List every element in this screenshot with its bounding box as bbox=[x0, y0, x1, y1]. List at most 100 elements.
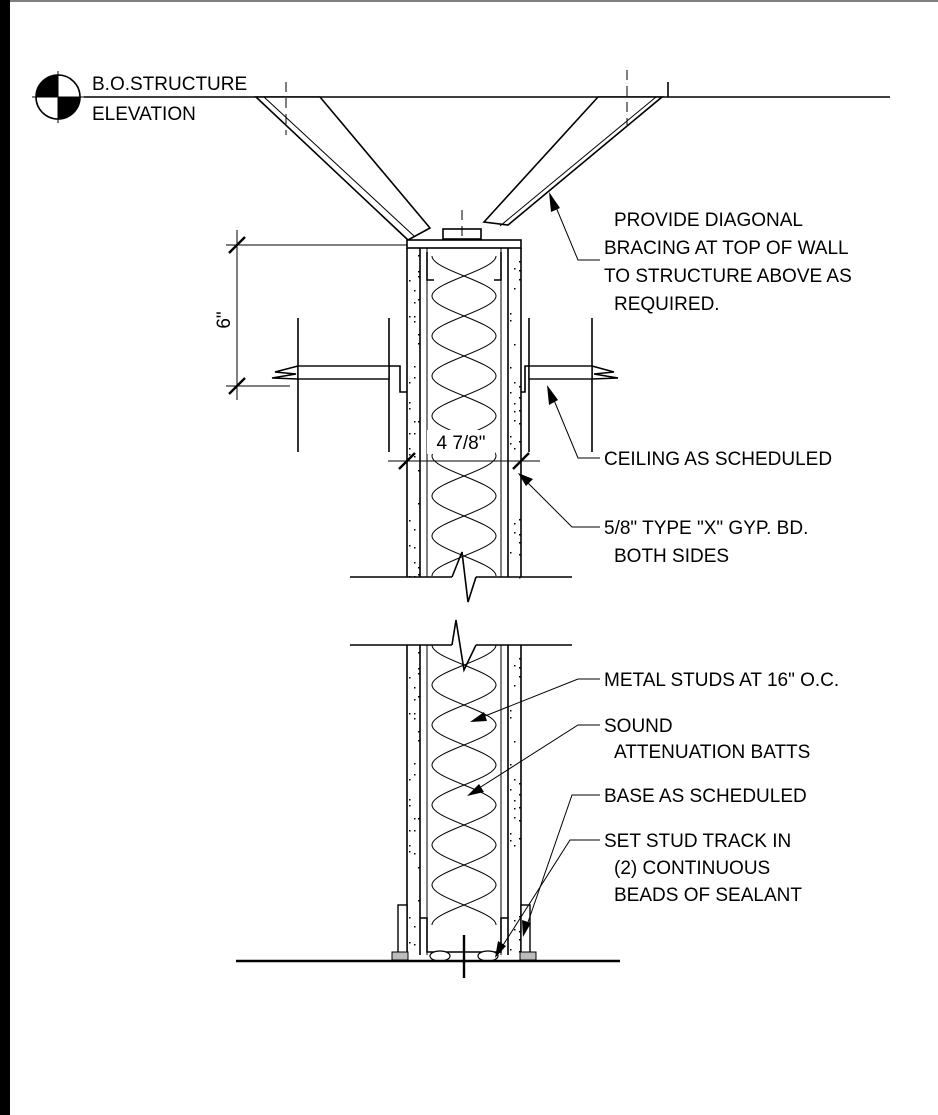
sealant-bead-left bbox=[429, 950, 451, 962]
hatch-dot bbox=[519, 939, 521, 941]
hatch-dot bbox=[514, 920, 516, 922]
hatch-dot bbox=[418, 343, 420, 345]
dimension-vertical: 6" bbox=[214, 230, 407, 400]
hatch-dot bbox=[519, 676, 521, 678]
hatch-dot bbox=[409, 779, 411, 781]
leader-stud-track bbox=[499, 839, 600, 951]
hatch-dot bbox=[414, 763, 416, 765]
hatch-dot bbox=[519, 534, 521, 536]
hatch-dot bbox=[409, 851, 411, 853]
dim-horizontal-text: 4 7/8" bbox=[436, 433, 485, 454]
hatch-dot bbox=[510, 552, 512, 554]
base-sealant-right bbox=[519, 951, 537, 961]
insulation-batts-lower bbox=[431, 644, 497, 926]
hatch-dot bbox=[414, 290, 416, 292]
elevation-label-line1: B.O.STRUCTURE bbox=[92, 74, 247, 95]
ceiling-left-break bbox=[271, 365, 299, 380]
hatch-dot bbox=[418, 574, 420, 576]
leader-gyp-board-arrow-icon bbox=[518, 473, 533, 486]
batt-lobe bbox=[431, 804, 497, 846]
hatch-dot bbox=[510, 833, 512, 835]
brace-right-flange bbox=[499, 96, 657, 227]
note-bracing-line4: REQUIRED. bbox=[614, 294, 720, 315]
hatch-dot bbox=[519, 807, 521, 809]
batt-lobe bbox=[431, 495, 497, 537]
leader-sound-batts-arrow-icon bbox=[467, 784, 484, 796]
hatch-dot bbox=[514, 817, 516, 819]
hatch-dot bbox=[414, 321, 416, 323]
hatch-dot bbox=[514, 800, 516, 802]
hatch-dot bbox=[418, 503, 420, 505]
hatch-dot bbox=[418, 470, 420, 472]
note-gyp-board-line2: BOTH SIDES bbox=[614, 546, 729, 567]
note-metal-studs: METAL STUDS AT 16" O.C. bbox=[604, 670, 839, 691]
break-line-upper bbox=[350, 551, 572, 603]
hatch-dot bbox=[418, 696, 420, 698]
brace-left-flange bbox=[263, 96, 415, 237]
break-line-lower-zigzag bbox=[451, 619, 477, 673]
leader-metal-studs-arrow-icon bbox=[470, 712, 487, 722]
hatch-dot bbox=[514, 779, 516, 781]
leader-base-arrow-icon bbox=[522, 920, 531, 937]
hatch-dot bbox=[409, 402, 411, 404]
break-line-lower bbox=[350, 619, 572, 673]
note-ceiling: CEILING AS SCHEDULED bbox=[604, 449, 832, 470]
leader-ceiling-arrow-icon bbox=[547, 385, 558, 405]
hatch-dot bbox=[409, 805, 411, 807]
hatch-dot bbox=[519, 783, 521, 785]
diagonal-brace-right bbox=[482, 70, 665, 227]
hatch-dot bbox=[409, 799, 411, 801]
note-bracing-line1: PROVIDE DIAGONAL bbox=[614, 210, 803, 231]
hatch-dot bbox=[514, 382, 516, 384]
hatch-dot bbox=[409, 433, 411, 435]
ceiling-right-angle bbox=[521, 365, 529, 393]
ceiling-left-board bbox=[297, 365, 390, 380]
leader-gyp-board bbox=[523, 478, 600, 528]
elevation-target-fill-1 bbox=[36, 75, 58, 97]
leader-sound-batts bbox=[475, 724, 600, 791]
hatch-dot bbox=[414, 529, 416, 531]
base-left bbox=[397, 904, 408, 956]
note-gyp-board-line1: 5/8" TYPE "X" GYP. BD. bbox=[604, 518, 808, 539]
note-sound-batts-line2: ATTENUATION BATTS bbox=[614, 742, 810, 763]
hatch-dot bbox=[414, 926, 416, 928]
hatch-dot bbox=[514, 288, 516, 290]
dim-vertical-tick-top bbox=[228, 236, 246, 254]
hatch-dot bbox=[414, 366, 416, 368]
hatch-dot bbox=[414, 302, 416, 304]
hatch-dot bbox=[514, 420, 516, 422]
hatch-dot bbox=[409, 280, 411, 282]
ceiling-left-angle bbox=[389, 365, 407, 393]
hatch-dot bbox=[519, 667, 521, 669]
hatch-dot bbox=[510, 840, 512, 842]
leader-diagonal-bracing bbox=[552, 199, 600, 261]
hatch-dot bbox=[414, 853, 416, 855]
hatch-dot bbox=[414, 713, 416, 715]
hatch-dot bbox=[418, 900, 420, 902]
batt-lobe bbox=[431, 255, 497, 297]
hatch-dot bbox=[418, 867, 420, 869]
hatch-dot bbox=[510, 789, 512, 791]
hatch-dot bbox=[414, 687, 416, 689]
hatch-dot bbox=[414, 818, 416, 820]
gypsum-hatch-upper bbox=[409, 255, 521, 579]
hatch-dot bbox=[514, 532, 516, 534]
leader-stud-track-arrow-icon bbox=[495, 941, 506, 958]
note-stud-track-line1: SET STUD TRACK IN bbox=[604, 831, 791, 852]
hatch-dot bbox=[409, 382, 411, 384]
batt-lobe bbox=[431, 884, 497, 926]
ceiling-left bbox=[271, 318, 407, 452]
hatch-dot bbox=[418, 421, 420, 423]
hatch-dot bbox=[418, 255, 420, 257]
hatch-dot bbox=[409, 917, 411, 919]
hatch-dot bbox=[514, 523, 516, 525]
elevation-marker: B.O.STRUCTURE ELEVATION bbox=[32, 71, 247, 125]
elevation-label-line2: ELEVATION bbox=[92, 104, 196, 125]
hatch-dot bbox=[519, 397, 521, 399]
batt-lobe bbox=[431, 335, 497, 377]
hatch-dot bbox=[510, 949, 512, 951]
hatch-dot bbox=[519, 554, 521, 556]
base-sealant-left bbox=[391, 951, 409, 961]
sheet-border-left bbox=[0, 0, 10, 1115]
